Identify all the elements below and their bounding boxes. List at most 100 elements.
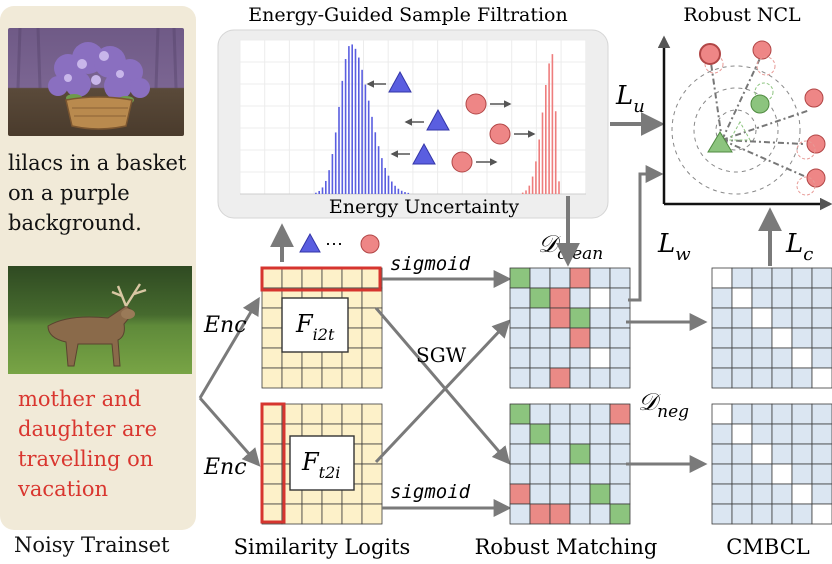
matrix-cell xyxy=(569,443,591,465)
matrix-cell xyxy=(771,327,793,349)
clean-bar xyxy=(384,167,386,194)
matrix-cell xyxy=(341,267,363,289)
robust-ncl-title: Robust NCL xyxy=(683,4,801,26)
noisy-bar xyxy=(521,192,524,194)
matrix-cell xyxy=(361,483,383,505)
clean-bar xyxy=(321,187,324,194)
matrix-cell xyxy=(811,443,832,465)
matrix-cell xyxy=(549,423,571,445)
matrix-cell xyxy=(549,347,571,369)
clean-bar xyxy=(348,46,350,195)
neg-matching-grid xyxy=(509,403,631,525)
clean-bar xyxy=(325,180,327,194)
matrix-cell xyxy=(261,443,283,465)
matrix-cell xyxy=(731,367,753,389)
noisy-bar xyxy=(541,112,544,194)
matrix-cell xyxy=(791,503,813,525)
matrix-cell xyxy=(301,403,323,425)
matrix-cell xyxy=(529,423,551,445)
clean-bar xyxy=(331,154,334,194)
clean-bar xyxy=(374,132,377,194)
ncl-green xyxy=(750,94,770,114)
deer-image xyxy=(8,266,192,374)
ncl-ghost-green xyxy=(754,82,774,102)
matrix-cell xyxy=(711,503,733,525)
matrix-cell xyxy=(569,403,591,425)
matrix-cell xyxy=(811,327,832,349)
noisy-caption-line-4: vacation xyxy=(18,477,108,501)
matrix-cell xyxy=(341,403,363,425)
matrix-cell xyxy=(771,307,793,329)
clean-matching-grid xyxy=(509,267,631,389)
circle-marker-1 xyxy=(465,93,487,115)
clean-bar xyxy=(361,69,363,194)
matrix-cell xyxy=(569,463,591,485)
matrix-cell xyxy=(731,423,753,445)
matrix-cell xyxy=(609,503,631,525)
matrix-cell xyxy=(529,367,551,389)
matrix-cell xyxy=(609,347,631,369)
ncl-red-3 xyxy=(804,88,824,108)
matrix-cell xyxy=(509,403,531,425)
matrix-cell xyxy=(751,443,773,465)
sgw-label: SGW xyxy=(416,343,467,367)
ncl-ghost-red-4 xyxy=(796,176,816,196)
matrix-cell xyxy=(609,463,631,485)
cmbcl-top-grid xyxy=(711,267,832,389)
matrix-cell xyxy=(589,287,611,309)
matrix-cell xyxy=(529,287,551,309)
triangle-marker-1 xyxy=(388,70,412,93)
matrix-cell xyxy=(609,267,631,289)
arrow-cross-up xyxy=(374,319,511,464)
matrix-cell xyxy=(751,483,773,505)
matrix-cell xyxy=(609,423,631,445)
clean-bar xyxy=(358,57,360,195)
matrix-cell xyxy=(791,423,813,445)
matrix-cell xyxy=(791,347,813,369)
matrix-cell xyxy=(341,367,363,389)
ncl-ring-middle xyxy=(693,87,779,173)
matrix-cell xyxy=(361,327,383,349)
matrix-cell xyxy=(529,443,551,465)
noisy-bar xyxy=(535,161,537,194)
matrix-cell xyxy=(811,463,832,485)
clean-caption-line-1: lilacs in a basket xyxy=(8,151,187,175)
matrix-cell xyxy=(811,367,832,389)
cmbcl-bottom-grid xyxy=(711,403,832,525)
matrix-cell xyxy=(361,367,383,389)
clean-bar xyxy=(391,181,393,194)
matrix-cell xyxy=(711,287,733,309)
matrix-cell xyxy=(261,403,283,425)
f-i2t-box xyxy=(281,297,349,353)
noisy-caption: mother and daughter are travelling on va… xyxy=(18,384,157,504)
noisy-bar xyxy=(551,54,554,194)
matrix-cell xyxy=(609,483,631,505)
matrix-cell xyxy=(589,443,611,465)
ncl-ring-inner xyxy=(715,109,757,151)
matrix-cell xyxy=(731,483,753,505)
matrix-cell xyxy=(341,503,363,525)
matrix-cell xyxy=(609,403,631,425)
noisy-energy-histogram xyxy=(521,54,560,194)
f-t2i-label: Ft2i xyxy=(301,448,340,482)
matrix-cell xyxy=(549,503,571,525)
matrix-cell xyxy=(589,307,611,329)
matrix-cell xyxy=(771,287,793,309)
matrix-cell xyxy=(361,463,383,485)
ncl-dashed-links xyxy=(709,53,811,177)
matrix-cell xyxy=(589,403,611,425)
ncl-red-1 xyxy=(699,43,721,65)
matrix-cell xyxy=(529,267,551,289)
matrix-cell xyxy=(569,347,591,369)
matrix-cell xyxy=(711,347,733,369)
matrix-cell xyxy=(321,503,343,525)
circle-marker-2 xyxy=(489,123,511,145)
matrix-cell xyxy=(301,503,323,525)
matrix-cell xyxy=(589,327,611,349)
matrix-cell xyxy=(791,287,813,309)
matrix-cell xyxy=(751,463,773,485)
matrix-cell xyxy=(589,483,611,505)
matrix-cell xyxy=(811,503,832,525)
clean-bar xyxy=(381,158,383,194)
